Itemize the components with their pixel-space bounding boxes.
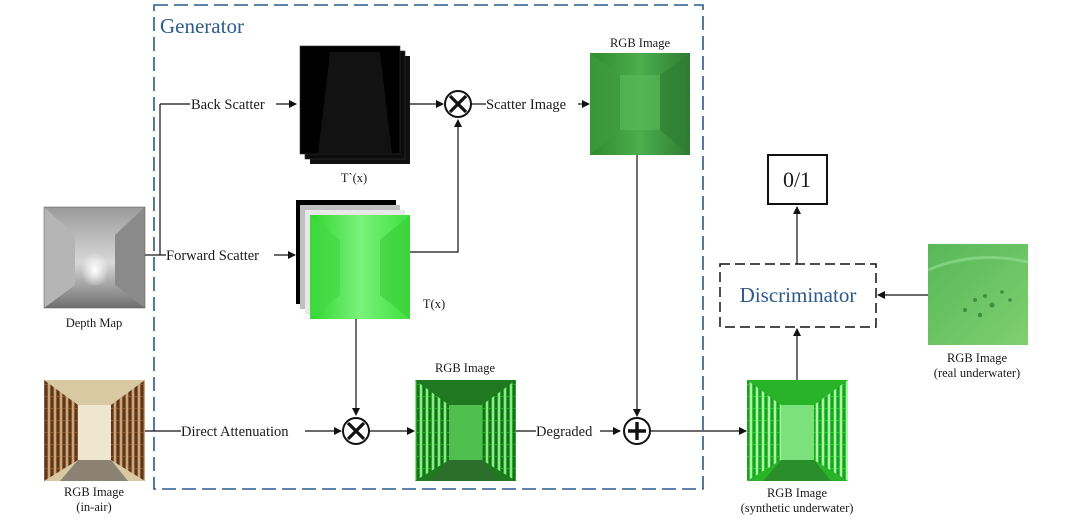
generator-title: Generator: [160, 14, 244, 38]
back-scatter-label: Back Scatter: [191, 97, 265, 113]
scatter-image-label: Scatter Image: [486, 97, 566, 113]
real-label-line2: (real underwater): [934, 366, 1020, 380]
rgb-in-air-image: [44, 380, 145, 481]
discriminator-label: Discriminator: [740, 283, 857, 307]
rgb-in-air-label-line2: (in-air): [76, 500, 111, 514]
synthetic-label-line2: (synthetic underwater): [741, 501, 854, 515]
add-node: [623, 417, 651, 445]
degraded-label: Degraded: [536, 424, 593, 440]
scatter-rgb-label: RGB Image: [610, 36, 671, 50]
discriminator-box: [719, 263, 877, 328]
scatter-rgb-image: [590, 53, 690, 155]
t-map-stack: [296, 200, 410, 319]
synthetic-label-line1: RGB Image: [767, 486, 828, 500]
direct-attenuation-label: Direct Attenuation: [181, 424, 289, 440]
output-label: 0/1: [783, 167, 811, 192]
multiply-node-scatter: [444, 90, 472, 118]
depth-map-image: [43, 206, 146, 309]
forward-scatter-label: Forward Scatter: [166, 248, 259, 264]
rgb-in-air-label-line1: RGB Image: [64, 485, 125, 499]
generator-frame: [153, 4, 704, 490]
multiply-node-direct: [342, 417, 370, 445]
real-underwater-image: [927, 244, 1029, 345]
t-label: T(x): [423, 297, 445, 311]
output-box: [767, 154, 828, 205]
degraded-rgb-image: [415, 380, 516, 481]
t-prime-label: T`(x): [341, 171, 367, 185]
degraded-rgb-label: RGB Image: [435, 361, 496, 375]
synthetic-underwater-image: [747, 380, 848, 481]
depth-map-label: Depth Map: [66, 316, 123, 330]
t-to-mult-line: [410, 119, 462, 253]
t-prime-map-stack: [299, 45, 410, 164]
real-label-line1: RGB Image: [947, 351, 1008, 365]
